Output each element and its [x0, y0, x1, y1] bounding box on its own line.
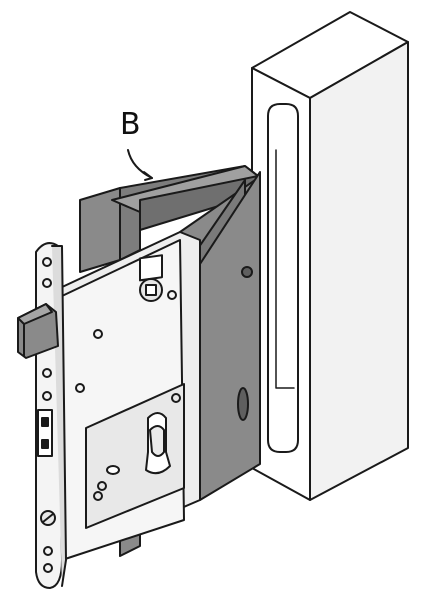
- spindle-square: [139, 254, 163, 282]
- strike-slot: [267, 103, 299, 453]
- callout-arrowhead: [143, 171, 153, 181]
- strike-box: [251, 11, 409, 501]
- callout-leader: [127, 149, 153, 179]
- latch-bolt: [17, 303, 59, 359]
- callout-label-b: B: [120, 107, 141, 142]
- bracket-slot: [237, 387, 249, 421]
- lock-faceplate: [35, 242, 67, 589]
- mortise-lock-body: [59, 231, 201, 561]
